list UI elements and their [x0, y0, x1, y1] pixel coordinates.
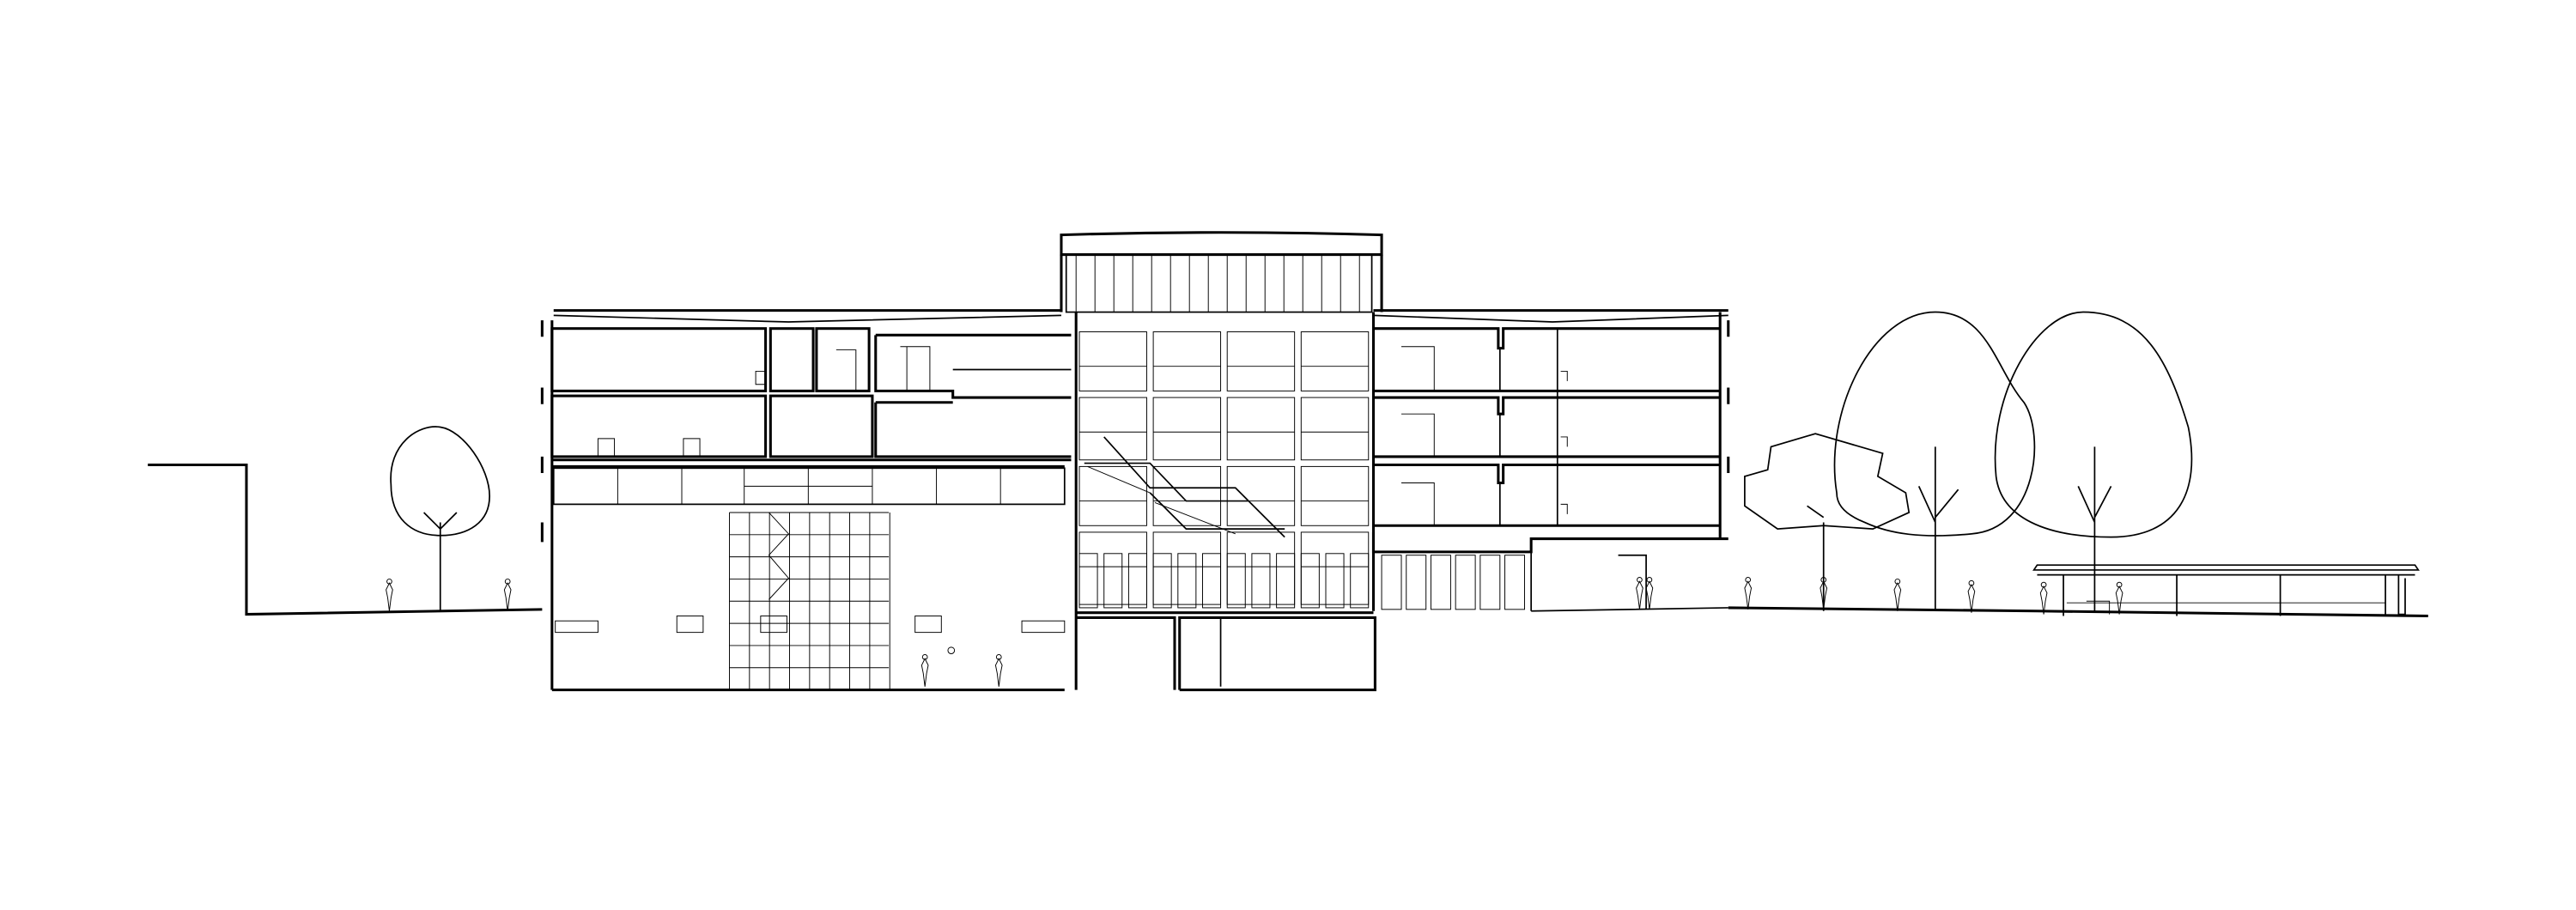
ground-floor-door — [1226, 553, 1246, 609]
ground-floor-door — [1103, 553, 1123, 609]
glazing-panel — [1504, 555, 1525, 610]
person — [2115, 581, 2123, 615]
ground-floor-door — [1325, 553, 1345, 609]
atrium-bay — [1300, 465, 1370, 526]
atrium-bay — [1226, 397, 1296, 461]
sports-hall — [551, 467, 1066, 692]
atrium-bay — [1078, 331, 1147, 391]
atrium-bay — [1078, 465, 1147, 526]
climbing-rope — [768, 512, 790, 600]
right-wing — [1371, 309, 1730, 612]
atrium-bay — [1152, 465, 1222, 526]
pergola — [2032, 564, 2420, 616]
atrium-bay — [1152, 397, 1222, 461]
atrium-bay — [1226, 465, 1296, 526]
staircase — [1084, 436, 1285, 538]
person — [1636, 577, 1643, 610]
ground-floor-door — [1177, 553, 1197, 609]
atrium-bay — [1152, 331, 1222, 391]
person — [1967, 579, 1976, 613]
person — [1744, 577, 1753, 610]
ground-floor-door — [1202, 553, 1222, 609]
ground-floor-door — [1276, 553, 1296, 609]
people — [386, 577, 2123, 687]
atrium-bay — [1152, 531, 1222, 605]
glazing-panel — [1406, 555, 1427, 610]
atrium-bay — [1300, 531, 1370, 605]
atrium-bay — [1078, 531, 1147, 605]
person — [994, 654, 1003, 687]
atrium-bay — [1300, 331, 1370, 391]
atrium-bay — [1226, 531, 1296, 605]
left-wing — [540, 309, 1072, 690]
glazing-panel — [1455, 555, 1476, 610]
ground-floor-door — [1152, 553, 1172, 609]
glazing-panel — [1479, 555, 1501, 610]
atrium-bay — [1300, 397, 1370, 461]
ground-floor-door — [1078, 553, 1098, 609]
basketball-hoops — [555, 616, 1066, 654]
ground-floor-door — [1251, 553, 1271, 609]
tree-small — [390, 426, 491, 611]
terrain — [148, 463, 2428, 618]
tree-bush — [1744, 433, 1911, 611]
person — [2039, 581, 2048, 615]
basement — [1076, 616, 1376, 692]
glazing-panel — [1430, 555, 1451, 610]
tree-large-2 — [1994, 311, 2193, 611]
atrium-bay — [1226, 331, 1296, 391]
person — [1820, 577, 1828, 610]
person — [1645, 577, 1654, 610]
ground-floor-door — [1300, 553, 1320, 609]
person — [1893, 579, 1902, 611]
ground-floor-door — [1350, 553, 1370, 609]
central-atrium-tower — [1060, 231, 1383, 690]
glazing-panel — [1381, 555, 1402, 610]
trees — [390, 311, 2193, 611]
tree-large-1 — [1833, 311, 2036, 611]
person — [503, 579, 512, 611]
person — [386, 579, 393, 611]
ground-floor-door — [1127, 553, 1147, 609]
person — [920, 654, 929, 687]
atrium-bay — [1078, 397, 1147, 461]
